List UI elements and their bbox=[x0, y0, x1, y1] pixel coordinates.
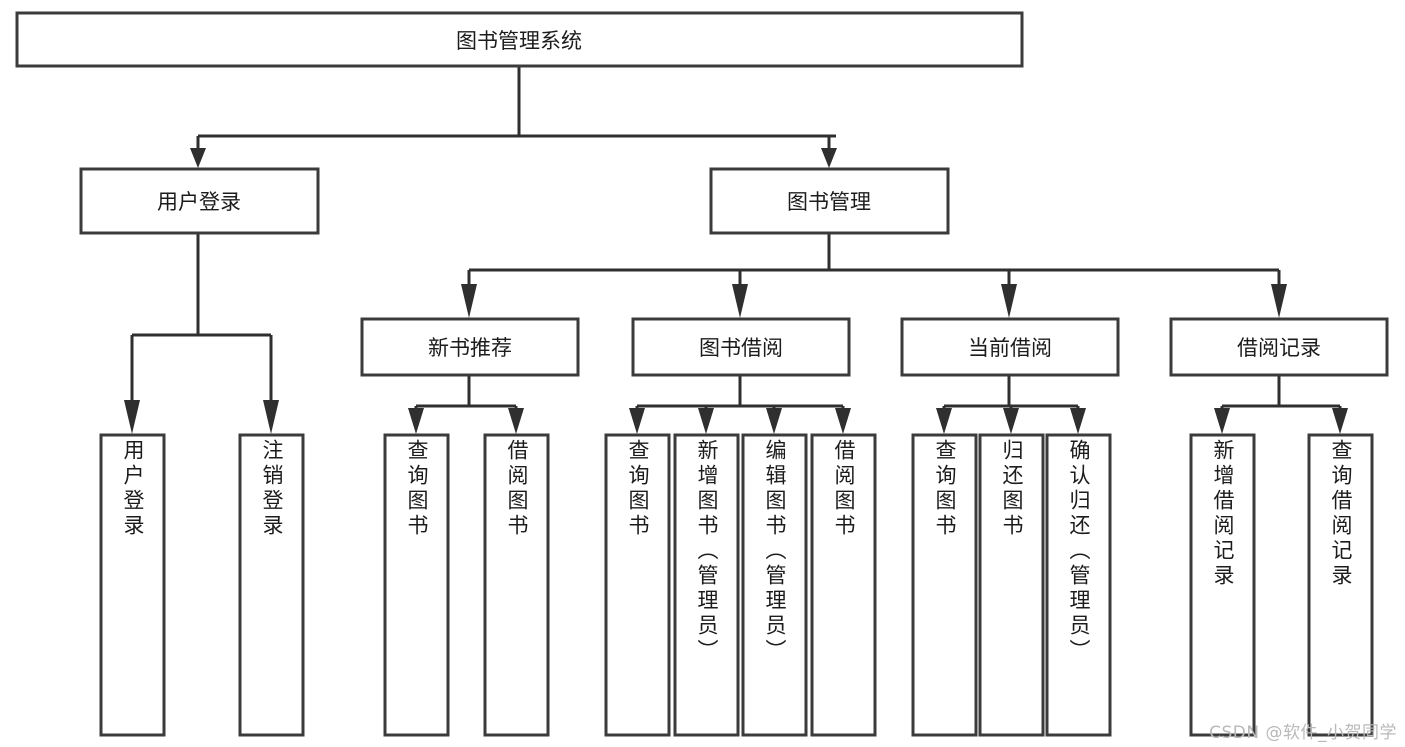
node-borrow-records[interactable]: 借阅记录 bbox=[1169, 317, 1389, 377]
node-leaf-user-login[interactable]: 用户登录 bbox=[99, 433, 166, 737]
node-leaf-confirm-return-label: 确认归还（管理员） bbox=[1067, 439, 1091, 664]
node-leaf-return-book[interactable]: 归还图书 bbox=[978, 433, 1045, 737]
node-leaf-return-book-label: 归还图书 bbox=[1000, 439, 1024, 539]
node-current-borrow[interactable]: 当前借阅 bbox=[900, 317, 1120, 377]
node-leaf-add-book[interactable]: 新增图书（管理员） bbox=[673, 433, 740, 737]
arrowhead-records-leaf-1 bbox=[1214, 408, 1230, 434]
node-leaf-add-record[interactable]: 新增借阅记录 bbox=[1189, 433, 1256, 737]
node-book-management-label: 图书管理 bbox=[787, 190, 871, 214]
arrowhead-borrow-leaf-1 bbox=[629, 408, 645, 434]
node-leaf-current-query-box[interactable] bbox=[911, 433, 978, 737]
node-leaf-borrow-book-box[interactable] bbox=[810, 433, 877, 737]
node-new-book-recommend-label: 新书推荐 bbox=[428, 336, 512, 360]
node-leaf-logout-label: 注销登录 bbox=[260, 439, 284, 539]
node-leaf-return-book-box[interactable] bbox=[978, 433, 1045, 737]
node-borrow-records-label: 借阅记录 bbox=[1237, 336, 1321, 360]
node-leaf-add-book-label: 新增图书（管理员） bbox=[695, 439, 719, 664]
node-leaf-newbook-query-label: 查询图书 bbox=[405, 439, 429, 539]
arrowhead-borrow-leaf-4 bbox=[835, 408, 851, 434]
node-leaf-borrow-query-label: 查询图书 bbox=[626, 439, 650, 539]
node-leaf-query-record-box[interactable] bbox=[1307, 433, 1374, 737]
node-leaf-newbook-borrow-label: 借阅图书 bbox=[505, 439, 529, 539]
node-book-borrow[interactable]: 图书借阅 bbox=[631, 317, 851, 377]
node-leaf-current-query[interactable]: 查询图书 bbox=[911, 433, 978, 737]
node-leaf-edit-book-label: 编辑图书（管理员） bbox=[763, 439, 787, 664]
node-book-borrow-label: 图书借阅 bbox=[699, 336, 783, 360]
node-book-management-box[interactable] bbox=[709, 167, 950, 235]
arrowhead-records bbox=[1271, 284, 1287, 318]
node-leaf-query-record[interactable]: 查询借阅记录 bbox=[1307, 433, 1374, 737]
arrowhead-bookmgr bbox=[821, 148, 837, 168]
arrowhead-records-leaf-2 bbox=[1332, 408, 1348, 434]
arrowhead-current bbox=[1001, 284, 1017, 318]
node-user-login[interactable]: 用户登录 bbox=[79, 167, 320, 235]
node-root[interactable]: 图书管理系统 bbox=[15, 11, 1024, 68]
node-current-borrow-label: 当前借阅 bbox=[968, 336, 1052, 360]
node-leaf-newbook-borrow[interactable]: 借阅图书 bbox=[483, 433, 550, 737]
node-leaf-borrow-query[interactable]: 查询图书 bbox=[604, 433, 671, 737]
node-book-borrow-box[interactable] bbox=[631, 317, 851, 377]
connector-layer bbox=[124, 66, 1348, 434]
node-leaf-user-login-label: 用户登录 bbox=[121, 439, 145, 539]
arrowhead-borrow-leaf-3 bbox=[766, 408, 782, 434]
arrowhead-current-leaf-3 bbox=[1070, 408, 1086, 434]
arrowhead-newbook bbox=[461, 284, 477, 318]
arrowhead-newbook-leaf-2 bbox=[508, 408, 524, 434]
node-leaf-borrow-book[interactable]: 借阅图书 bbox=[810, 433, 877, 737]
node-leaf-edit-book-box[interactable] bbox=[741, 433, 808, 737]
node-leaf-logout[interactable]: 注销登录 bbox=[238, 433, 305, 737]
arrowhead-login bbox=[190, 148, 206, 168]
node-user-login-label: 用户登录 bbox=[157, 190, 241, 214]
node-leaf-confirm-return-box[interactable] bbox=[1045, 433, 1112, 737]
node-new-book-recommend[interactable]: 新书推荐 bbox=[360, 317, 580, 377]
arrowhead-current-leaf-2 bbox=[1003, 408, 1019, 434]
node-leaf-add-record-box[interactable] bbox=[1189, 433, 1256, 737]
node-leaf-add-record-label: 新增借阅记录 bbox=[1211, 439, 1235, 589]
arrowhead-newbook-leaf-1 bbox=[408, 408, 424, 434]
node-leaf-newbook-query[interactable]: 查询图书 bbox=[383, 433, 450, 737]
node-book-management[interactable]: 图书管理 bbox=[709, 167, 950, 235]
arrowhead-borrow-leaf-2 bbox=[698, 408, 714, 434]
node-new-book-recommend-box[interactable] bbox=[360, 317, 580, 377]
node-leaf-user-login-box[interactable] bbox=[99, 433, 166, 737]
node-leaf-newbook-query-box[interactable] bbox=[383, 433, 450, 737]
arrowhead-login-leaf-2 bbox=[263, 400, 279, 434]
node-leaf-borrow-query-box[interactable] bbox=[604, 433, 671, 737]
node-leaf-current-query-label: 查询图书 bbox=[933, 439, 957, 539]
node-leaf-confirm-return[interactable]: 确认归还（管理员） bbox=[1045, 433, 1112, 737]
arrowhead-borrow bbox=[732, 284, 748, 318]
arrowhead-login-leaf-1 bbox=[124, 400, 140, 434]
node-borrow-records-box[interactable] bbox=[1169, 317, 1389, 377]
node-leaf-logout-box[interactable] bbox=[238, 433, 305, 737]
node-leaf-edit-book[interactable]: 编辑图书（管理员） bbox=[741, 433, 808, 737]
node-root-label: 图书管理系统 bbox=[456, 29, 582, 53]
node-leaf-newbook-borrow-box[interactable] bbox=[483, 433, 550, 737]
node-leaf-borrow-book-label: 借阅图书 bbox=[832, 439, 856, 539]
node-user-login-box[interactable] bbox=[79, 167, 320, 235]
node-current-borrow-box[interactable] bbox=[900, 317, 1120, 377]
node-leaf-query-record-label: 查询借阅记录 bbox=[1329, 439, 1353, 589]
node-leaf-add-book-box[interactable] bbox=[673, 433, 740, 737]
node-root-box[interactable] bbox=[15, 11, 1024, 68]
arrowhead-current-leaf-1 bbox=[936, 408, 952, 434]
